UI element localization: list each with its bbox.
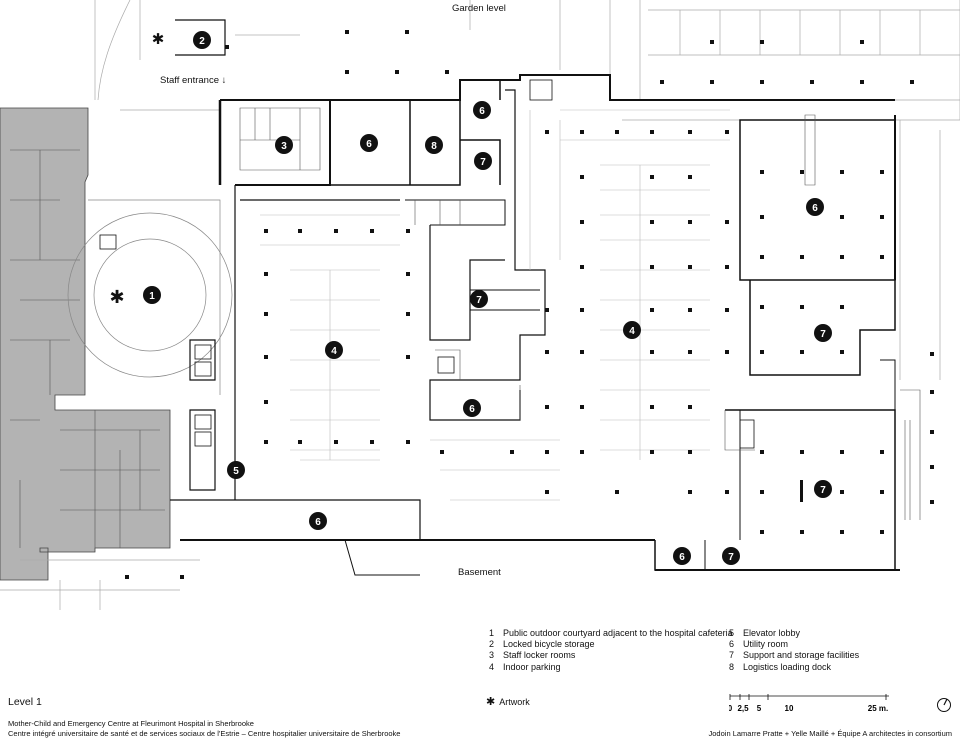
legend-right: 5 Elevator lobby 6 Utility room 7 Support a… xyxy=(729,628,859,673)
legend-item: 6 Utility room xyxy=(729,639,859,650)
scale-tick-label: 2,5 xyxy=(737,704,749,713)
scale-bar-line xyxy=(729,694,889,700)
artwork-legend: ✱ Artwork xyxy=(486,695,530,708)
north-arrow-icon xyxy=(937,698,951,712)
legend-number: 4 xyxy=(489,661,495,672)
marker-4-parking-west: 4 xyxy=(331,346,337,357)
marker-4-parking-east: 4 xyxy=(629,326,635,337)
legend-item: 8 Logistics loading dock xyxy=(729,662,859,673)
marker-1-courtyard: 1 xyxy=(149,291,155,302)
legend-number: 6 xyxy=(729,639,735,650)
scale-tick-label: 25 m. xyxy=(868,704,888,713)
legend-left: 1 Public outdoor courtyard adjacent to th… xyxy=(489,628,733,673)
scale-tick-label: 5 xyxy=(757,704,762,713)
artwork-symbol-bicycle: ✱ xyxy=(152,31,165,48)
basement-label: Basement xyxy=(458,567,501,578)
scale-bar: 0 2,5 5 10 25 m. xyxy=(729,694,889,713)
marker-7-support: 7 xyxy=(728,552,734,563)
scale-tick-label: 0 xyxy=(729,704,733,713)
parking-stalls xyxy=(260,109,730,501)
floor-plan: ✱ ✱ 1 2 3 4 4 5 6 6 6 6 6 6 7 7 7 xyxy=(0,0,960,610)
room-marker-numbers: 1 2 3 4 4 5 6 6 6 6 6 6 7 7 7 7 7 8 xyxy=(149,36,826,563)
artwork-legend-text: Artwork xyxy=(499,696,530,707)
marker-5-elevator: 5 xyxy=(233,466,239,477)
legend-text: Staff locker rooms xyxy=(503,650,576,661)
marker-3-lockers: 3 xyxy=(281,141,287,152)
existing-hospital-building xyxy=(0,107,171,581)
legend-number: 7 xyxy=(729,650,735,661)
legend-item: 5 Elevator lobby xyxy=(729,628,859,639)
structural-columns xyxy=(125,30,934,579)
marker-6-utility: 6 xyxy=(315,517,321,528)
marker-6-utility: 6 xyxy=(366,139,372,150)
marker-2-bicycle: 2 xyxy=(199,36,205,47)
courtyard-paving xyxy=(67,199,233,395)
project-owner: Centre intégré universitaire de santé et… xyxy=(8,729,401,738)
existing-building-walls xyxy=(10,149,165,548)
marker-6-utility: 6 xyxy=(679,552,685,563)
marker-7-support: 7 xyxy=(820,329,826,340)
legend-text: Logistics loading dock xyxy=(743,661,832,672)
legend-text: Utility room xyxy=(743,639,789,650)
legend-text: Indoor parking xyxy=(503,661,561,672)
artwork-symbol-courtyard: ✱ xyxy=(109,287,124,307)
room-markers xyxy=(143,31,832,565)
marker-8-loading: 8 xyxy=(431,141,437,152)
marker-6-utility: 6 xyxy=(812,203,818,214)
scale-tick-label: 10 xyxy=(785,704,794,713)
marker-6-utility: 6 xyxy=(469,404,475,415)
legend-item: 4 Indoor parking xyxy=(489,662,733,673)
legend-number: 2 xyxy=(489,639,495,650)
legend-item: 7 Support and storage facilities xyxy=(729,650,859,661)
staff-entrance-text: Staff entrance xyxy=(160,75,219,86)
down-arrow-icon: ↓ xyxy=(221,75,227,86)
legend-text: Elevator lobby xyxy=(743,628,801,638)
drawing-title: Level 1 xyxy=(8,696,42,708)
marker-6-utility: 6 xyxy=(479,106,485,117)
interior-details xyxy=(239,107,921,520)
garden-level-label: Garden level xyxy=(452,3,506,14)
credits: Jodoin Lamarre Pratte + Yelle Maillé + É… xyxy=(708,729,952,738)
marker-7-support: 7 xyxy=(476,295,482,306)
legend-text: Support and storage facilities xyxy=(743,650,860,661)
elevator-shafts xyxy=(99,79,755,449)
staff-entrance-label: Staff entrance ↓ xyxy=(160,75,226,86)
project-name: Mother-Child and Emergency Centre at Fle… xyxy=(8,719,254,728)
legend-item: 2 Locked bicycle storage xyxy=(489,639,733,650)
legend-text: Locked bicycle storage xyxy=(503,639,595,650)
legend-item: 3 Staff locker rooms xyxy=(489,650,733,661)
legend-item: 1 Public outdoor courtyard adjacent to th… xyxy=(489,628,733,639)
legend-number: 5 xyxy=(729,628,735,638)
marker-7-support: 7 xyxy=(480,157,486,168)
legend-number: 1 xyxy=(489,628,495,638)
legend-number: 8 xyxy=(729,661,735,672)
legend-text: Public outdoor courtyard adjacent to the… xyxy=(503,628,733,638)
marker-7-support: 7 xyxy=(820,485,826,496)
artwork-icon: ✱ xyxy=(486,696,496,708)
legend-number: 3 xyxy=(489,650,495,661)
bicycle-storage-area xyxy=(175,19,300,56)
